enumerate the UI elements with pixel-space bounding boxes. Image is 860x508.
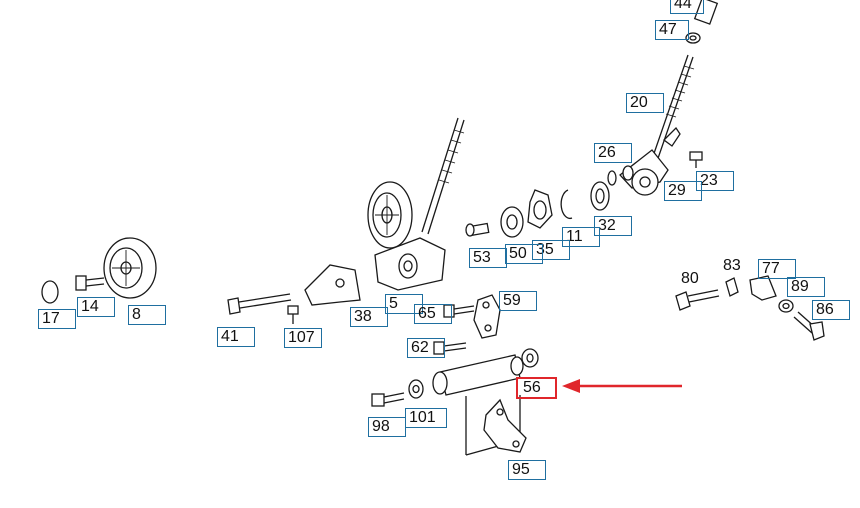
callout-11[interactable]: 11 xyxy=(562,227,600,247)
bottom-hardware xyxy=(371,379,527,453)
callout-98[interactable]: 98 xyxy=(368,417,406,437)
label-80[interactable]: 80 xyxy=(681,270,699,287)
right-hardware xyxy=(675,275,825,341)
damper-56 xyxy=(432,348,539,456)
long-bolt xyxy=(227,293,299,324)
callout-107[interactable]: 107 xyxy=(284,328,322,348)
callout-50[interactable]: 50 xyxy=(505,244,543,264)
idler-pulley xyxy=(41,237,157,304)
callout-56-selected[interactable]: 56 xyxy=(516,377,557,399)
callout-65[interactable]: 65 xyxy=(414,304,452,324)
callout-95[interactable]: 95 xyxy=(508,460,546,480)
callout-44[interactable]: 44 xyxy=(670,0,704,14)
highlight-arrow xyxy=(562,379,682,393)
callout-17[interactable]: 17 xyxy=(38,309,76,329)
washer-stack xyxy=(465,181,610,238)
label-83[interactable]: 83 xyxy=(723,257,741,274)
callout-14[interactable]: 14 xyxy=(77,297,115,317)
callout-59[interactable]: 59 xyxy=(499,291,537,311)
adjusting-rod xyxy=(649,0,719,168)
tensioner-arm xyxy=(607,126,703,196)
callout-101[interactable]: 101 xyxy=(405,408,447,428)
callout-35[interactable]: 35 xyxy=(532,240,570,260)
callout-62[interactable]: 62 xyxy=(407,338,445,358)
callout-38[interactable]: 38 xyxy=(350,307,388,327)
callout-26[interactable]: 26 xyxy=(594,143,632,163)
callout-8[interactable]: 8 xyxy=(128,305,166,325)
callout-32[interactable]: 32 xyxy=(594,216,632,236)
mounting-bracket xyxy=(433,294,501,355)
callout-20[interactable]: 20 xyxy=(626,93,664,113)
callout-53[interactable]: 53 xyxy=(469,248,507,268)
callout-86[interactable]: 86 xyxy=(812,300,850,320)
tensioner-pulley-assembly xyxy=(304,117,465,306)
callout-41[interactable]: 41 xyxy=(217,327,255,347)
callout-89[interactable]: 89 xyxy=(787,277,825,297)
callout-47[interactable]: 47 xyxy=(655,20,689,40)
callout-29[interactable]: 29 xyxy=(664,181,702,201)
callout-77[interactable]: 77 xyxy=(758,259,796,279)
